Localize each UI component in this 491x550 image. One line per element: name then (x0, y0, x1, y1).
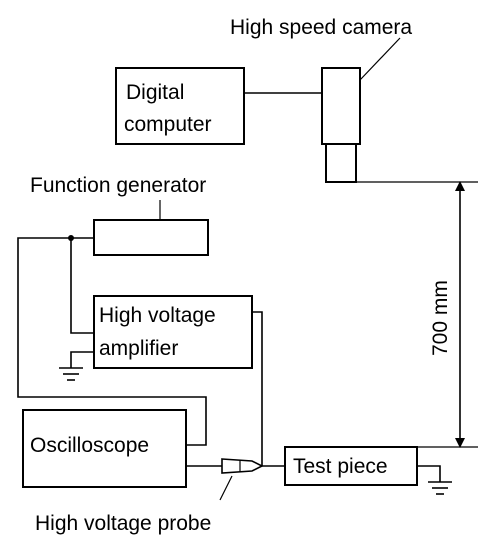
probe-leader-line (219, 475, 233, 501)
digital-computer-label-1: Digital (126, 81, 184, 104)
high-speed-camera-label: High speed camera (230, 16, 412, 39)
test-piece-label: Test piece (293, 455, 388, 478)
function-generator-label: Function generator (30, 174, 206, 197)
high-voltage-probe-icon (221, 458, 264, 474)
amplifier-output-wire (252, 311, 263, 466)
function-generator-to-oscilloscope-wire (17, 237, 207, 446)
function-generator-box (93, 219, 209, 256)
digital-computer-label-2: computer (124, 113, 212, 136)
camera-leader-line (359, 37, 401, 81)
function-generator-to-amplifier-wire (70, 238, 94, 334)
high-speed-camera (321, 67, 361, 183)
distance-label: 700 mm (429, 280, 452, 356)
test-piece-ground-icon (417, 465, 452, 495)
amplifier-label-2: amplifier (99, 337, 178, 360)
oscilloscope-label: Oscilloscope (30, 434, 149, 457)
oscilloscope-box (22, 409, 187, 488)
amplifier-ground-icon (59, 351, 94, 381)
test-piece-box (284, 446, 418, 486)
digital-computer-box (115, 67, 245, 145)
amplifier-label-1: High voltage (99, 304, 216, 327)
high-voltage-probe-label: High voltage probe (35, 512, 211, 535)
high-voltage-amplifier-box (93, 295, 253, 369)
